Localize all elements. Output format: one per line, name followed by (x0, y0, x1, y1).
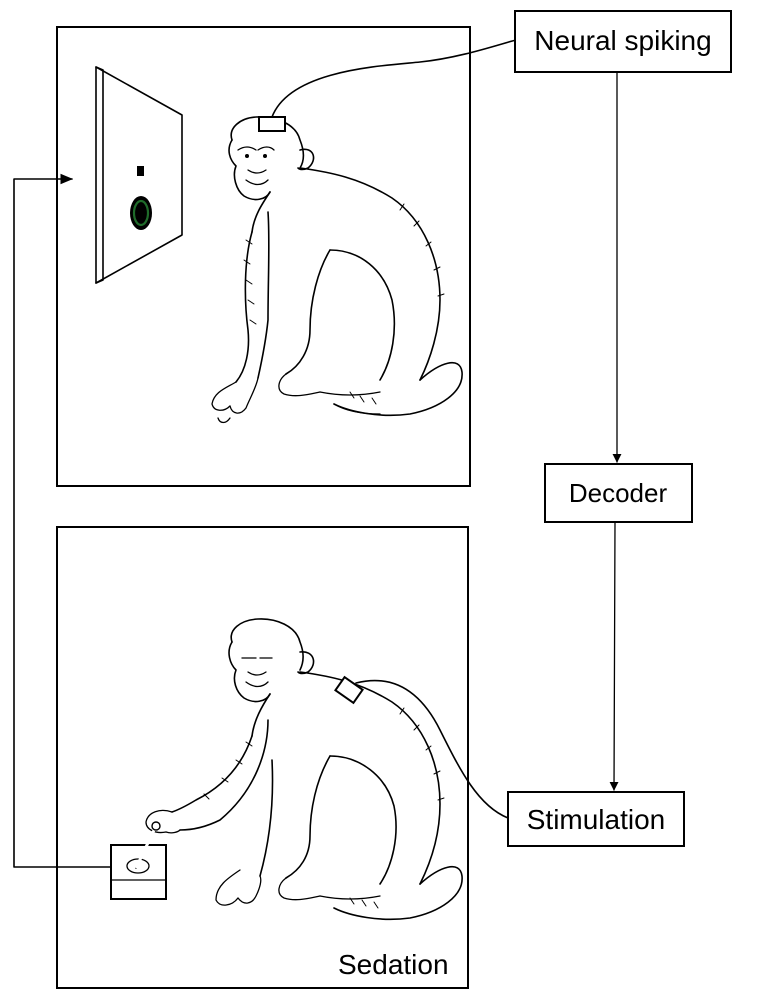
joystick-device (110, 821, 167, 900)
display-screen (95, 66, 183, 284)
node-decoder: Decoder (544, 463, 693, 523)
monkey-sedated (145, 618, 463, 921)
node-decoder-label: Decoder (569, 478, 668, 508)
recording-cable (271, 39, 517, 118)
arrow-decoder-to-stimulation (609, 521, 619, 791)
node-neural-spiking: Neural spiking (514, 10, 732, 73)
bottom-panel: Sedation (56, 526, 509, 989)
node-neural-spiking-label: Neural spiking (534, 25, 711, 56)
top-panel-frame (56, 26, 471, 487)
monkey-recording (211, 116, 463, 424)
node-stimulation: Stimulation (507, 791, 685, 847)
implant-back (334, 675, 364, 705)
fixation-dot (137, 166, 144, 176)
implant-head (258, 116, 286, 132)
stimulation-cable (355, 679, 509, 819)
top-panel (56, 26, 517, 487)
sedation-label: Sedation (338, 949, 449, 980)
node-stimulation-label: Stimulation (527, 804, 666, 835)
feedback-arrow (13, 173, 112, 868)
